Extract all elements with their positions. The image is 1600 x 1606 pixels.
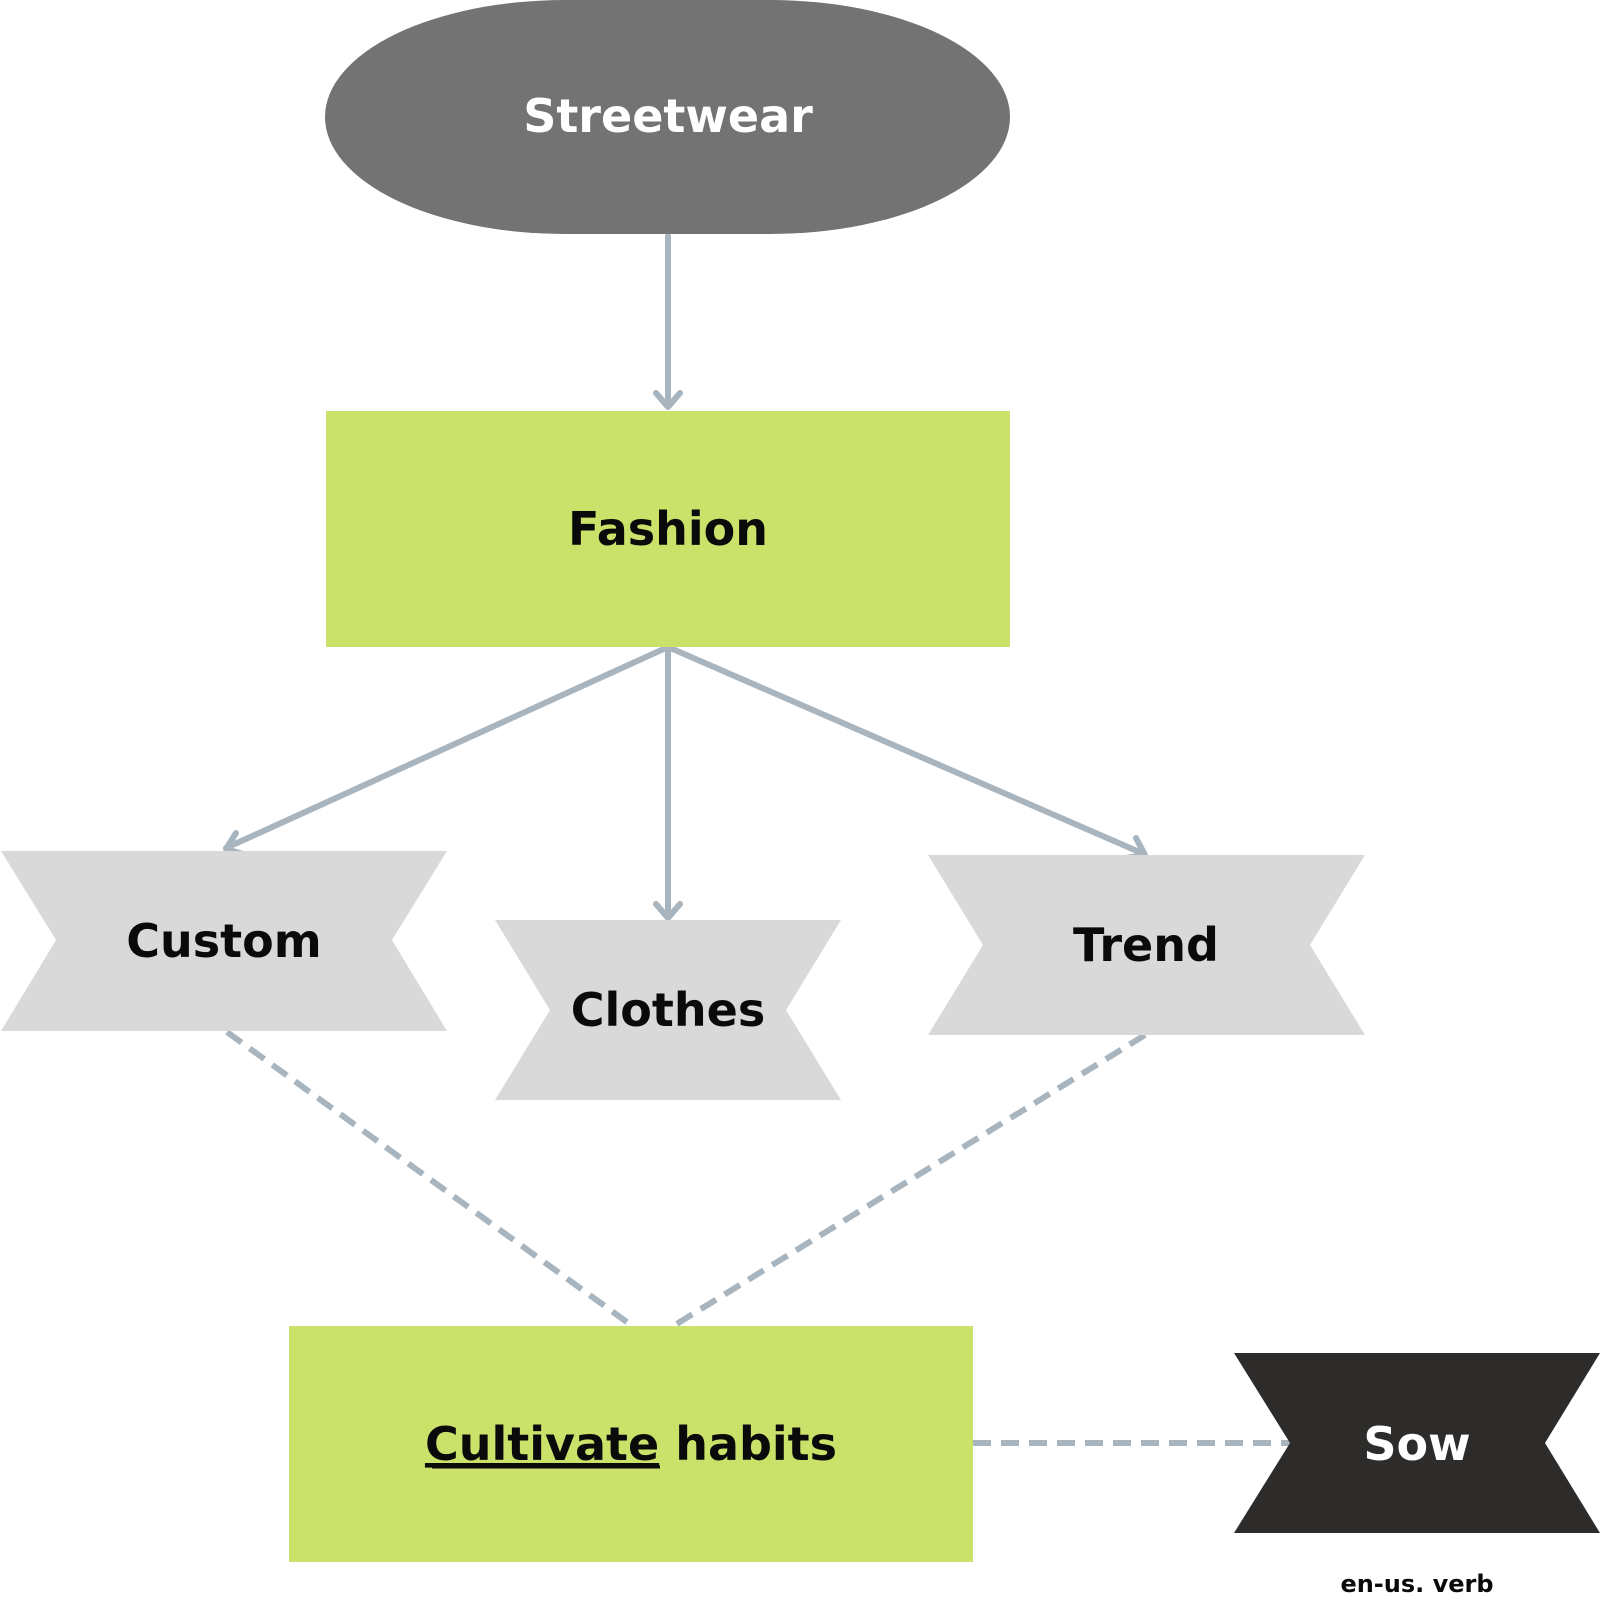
edge-trend-cultivate xyxy=(673,1032,1147,1328)
node-trend[interactable]: Trend xyxy=(928,855,1365,1035)
arrowhead-fashion xyxy=(653,390,683,410)
node-streetwear[interactable]: Streetwear xyxy=(325,0,1010,234)
node-clothes[interactable]: Clothes xyxy=(495,920,841,1100)
edge-fashion-trend xyxy=(665,644,1147,857)
sow-caption: en-us. verb xyxy=(1340,1570,1493,1598)
node-fashion-label: Fashion xyxy=(568,502,768,556)
cultivate-rest: habits xyxy=(659,1417,837,1471)
node-fashion[interactable]: Fashion xyxy=(326,411,1010,647)
node-custom-label: Custom xyxy=(126,914,321,968)
node-cultivate[interactable]: Cultivate habits xyxy=(289,1326,973,1562)
node-sow[interactable]: Sow xyxy=(1234,1353,1600,1533)
node-custom[interactable]: Custom xyxy=(1,851,447,1031)
node-sow-label: Sow xyxy=(1363,1417,1470,1471)
node-trend-label: Trend xyxy=(1073,918,1219,972)
node-streetwear-label: Streetwear xyxy=(523,89,813,143)
cultivate-link[interactable]: Cultivate xyxy=(425,1417,659,1471)
edge-fashion-custom xyxy=(223,644,671,851)
node-clothes-label: Clothes xyxy=(571,983,765,1037)
arrowhead-clothes xyxy=(653,901,683,921)
node-cultivate-label: Cultivate habits xyxy=(425,1417,837,1471)
